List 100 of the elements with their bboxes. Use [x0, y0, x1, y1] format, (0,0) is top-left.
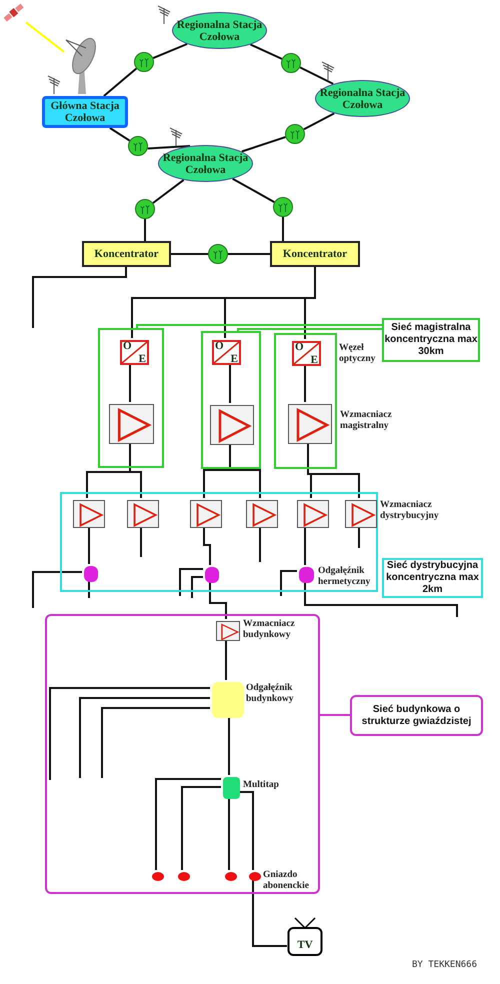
connector-line	[203, 526, 211, 565]
connector-line	[181, 786, 221, 870]
node-text: TV	[297, 939, 313, 951]
leader-line	[237, 328, 382, 331]
connector-line	[32, 267, 127, 328]
connector-line	[250, 44, 282, 60]
node-text: Sieć budynkowa o strukturze gwiaździstej	[360, 704, 472, 728]
connector-line	[49, 687, 210, 780]
node-group-frame	[274, 333, 337, 469]
connector-line	[304, 267, 316, 339]
amplifier-box	[127, 500, 159, 528]
amplifier-box	[73, 500, 105, 528]
component-label: Wzmacniacz magistralny	[340, 410, 393, 432]
node-text: Sieć magistralna koncentryczna max 30km	[384, 322, 478, 358]
author-signature: BY TEKKEN666	[412, 960, 478, 970]
node-text: E	[138, 353, 146, 365]
node-text: Regionalna Stacja Czołowa	[162, 152, 250, 176]
node-text: O	[123, 340, 132, 352]
relay-circle	[281, 53, 301, 73]
splitter-block	[212, 682, 244, 718]
socket-dot	[225, 872, 237, 881]
connector-line	[229, 363, 231, 403]
connector-line	[32, 571, 82, 608]
connector-line	[304, 581, 458, 617]
converter-box	[292, 341, 321, 366]
node-group-frame	[201, 331, 261, 469]
connector-line	[129, 363, 131, 402]
connector-line	[109, 127, 130, 142]
node-group-frame	[98, 328, 164, 468]
relay-circle	[273, 197, 293, 217]
connector-line	[232, 178, 275, 203]
amplifier-box	[210, 405, 254, 445]
node-text: O	[215, 340, 224, 352]
connector-line	[140, 526, 142, 557]
node-text: E	[310, 354, 318, 366]
connector-line	[228, 797, 230, 870]
leader-line	[136, 324, 382, 328]
socket-dot	[249, 872, 261, 881]
converter-box	[212, 340, 241, 365]
component-label: Węzeł optyczny	[339, 343, 376, 365]
connector-line	[209, 581, 227, 619]
socket-dot	[152, 872, 164, 881]
connector-line	[252, 879, 287, 947]
node-text: Regionalna Stacja Czołowa	[318, 86, 406, 110]
connector-line	[88, 526, 90, 564]
tap-connector	[299, 567, 314, 583]
connector-line	[129, 442, 142, 498]
amplifier-box	[190, 500, 222, 528]
node-text: Koncentrator	[94, 248, 159, 260]
node-text: Koncentrator	[282, 248, 348, 260]
connector-line	[144, 219, 146, 241]
node-text: Główna Stacja Czołowa	[50, 100, 120, 124]
connector-line	[171, 253, 208, 255]
tap-connector	[84, 566, 98, 582]
component-label: Odgałęźnik hermetyczny	[318, 566, 372, 588]
connector-line	[25, 22, 65, 53]
station-box	[42, 96, 128, 128]
connector-line	[300, 66, 334, 85]
component-label: Odgałęźnik budynkowy	[246, 683, 295, 705]
connector-line	[228, 716, 230, 775]
connector-line	[152, 179, 184, 204]
relay-circle	[128, 136, 148, 156]
node-text: Regionalna Stacja Czołowa	[176, 18, 264, 42]
callout-box	[350, 695, 483, 736]
amplifier-box	[246, 500, 278, 528]
connector-line	[241, 136, 286, 152]
leader-line	[320, 714, 350, 716]
socket-dot	[178, 872, 190, 881]
connector-line	[282, 217, 284, 241]
amplifier-box	[109, 404, 154, 444]
connector-line	[238, 791, 254, 870]
connector-line	[280, 570, 297, 596]
amplifier-box	[345, 500, 377, 528]
amplifier-box	[297, 500, 329, 528]
connector-line	[152, 43, 188, 60]
building-frame	[45, 614, 320, 894]
connector-line	[88, 580, 90, 598]
satellite-dish-icon	[64, 36, 98, 94]
connector-line	[229, 443, 261, 498]
connector-line	[228, 253, 270, 255]
node-text: E	[230, 353, 238, 365]
relay-circle	[134, 52, 154, 72]
amplifier-box	[288, 404, 332, 444]
node-text: Sieć dystrybucyjna koncentryczna max 2km	[385, 560, 480, 596]
node-text: O	[295, 341, 304, 353]
connector-line	[101, 707, 210, 778]
component-label: Gniazdo abonenckie	[263, 870, 310, 892]
amplifier-box	[216, 621, 240, 641]
connector-line	[358, 526, 360, 548]
concentrator-box	[82, 241, 171, 267]
connector-line	[225, 639, 227, 680]
connector-line	[259, 526, 261, 562]
component-label: Wzmacniacz budynkowy	[243, 619, 296, 641]
connector-line	[103, 68, 138, 97]
converter-box	[120, 340, 149, 365]
tap-connector	[205, 567, 219, 583]
network-frame	[60, 492, 378, 592]
connector-line	[303, 112, 335, 130]
connector-line	[304, 364, 306, 402]
relay-circle	[285, 124, 305, 144]
